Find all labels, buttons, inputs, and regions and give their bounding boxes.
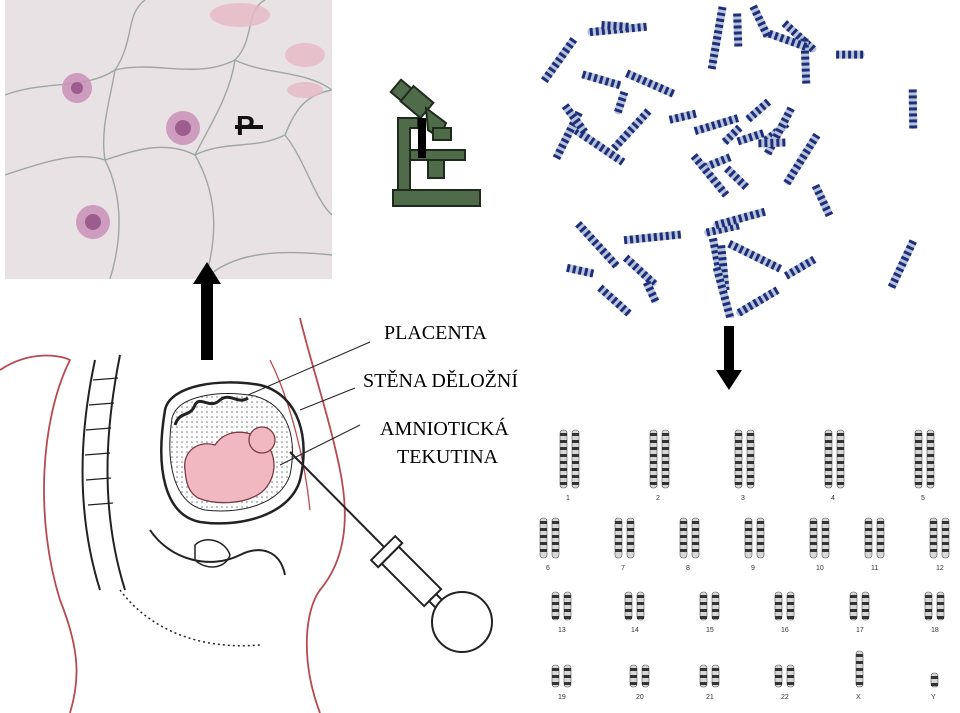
- chromosome-fragment: [625, 69, 675, 98]
- chromosome-number-label: 10: [816, 565, 824, 572]
- chromosome-fragment: [707, 6, 727, 70]
- chromosome-pair-3: 3: [734, 429, 755, 502]
- chromosome-fragment: [610, 108, 652, 152]
- chromosome-fragment: [887, 239, 917, 289]
- chromosome-fragment: [690, 153, 730, 198]
- chromosome-fragment: [723, 165, 749, 191]
- chromosome-pair-9: 9: [744, 517, 765, 572]
- microscope-icon: [388, 78, 483, 211]
- chromosome-number-label: 8: [686, 565, 690, 572]
- chromosome-number-label: 16: [781, 627, 789, 634]
- chromosome-number-label: 2: [656, 495, 660, 502]
- chromosome-fragment: [642, 280, 660, 303]
- chromosome-pair-8: 8: [679, 517, 700, 572]
- chromosome-fragment: [727, 240, 783, 273]
- amniotic-fluid-label-line1: AMNIOTICKÁ: [380, 418, 509, 440]
- chromosome-pair-X: X: [855, 650, 864, 701]
- chromosome-fragment: [767, 29, 808, 51]
- chromosome-number-label: 13: [558, 627, 566, 634]
- chromosome-pair-21: 21: [699, 664, 720, 701]
- chromosome-fragment: [811, 183, 834, 218]
- chromosome-fragment: [713, 207, 766, 230]
- chromosome-fragment: [623, 230, 682, 245]
- chromosome-number-label: 21: [706, 694, 714, 701]
- chromosome-fragment: [614, 90, 629, 115]
- chromosome-pair-1: 1: [559, 429, 580, 502]
- chromosome-fragment: [566, 263, 595, 278]
- metaphase-chromosome-spread: [520, 0, 955, 318]
- chromosome-number-label: 6: [546, 565, 550, 572]
- chromosome-fragment: [783, 132, 821, 186]
- chromosome-pair-20: 20: [629, 664, 650, 701]
- chromosome-pair-12: 12: [929, 517, 950, 572]
- chromosome-fragment: [712, 266, 735, 318]
- chromosome-number-label: X: [856, 694, 861, 701]
- chromosome-number-label: 20: [636, 694, 644, 701]
- chromosome-pair-22: 22: [774, 664, 795, 701]
- p-marker-label: P: [236, 110, 255, 141]
- chromosome-pair-11: 11: [864, 517, 885, 572]
- chromosome-fragment: [745, 98, 772, 123]
- placenta-label: PLACENTA: [384, 322, 487, 344]
- chromosome-fragment: [540, 37, 578, 84]
- chromosome-fragment: [597, 284, 632, 317]
- chromosome-pair-Y: Y: [930, 672, 939, 701]
- uterine-wall-label: STĚNA DĚLOŽNÍ: [363, 370, 518, 392]
- chromosome-fragment: [736, 286, 780, 317]
- chromosome-pair-4: 4: [824, 429, 845, 502]
- chromosome-fragment: [733, 13, 743, 47]
- chromosome-number-label: 22: [781, 694, 789, 701]
- chromosome-fragment: [721, 124, 743, 145]
- chromosome-pair-16: 16: [774, 591, 795, 634]
- chromosome-fragment: [736, 129, 765, 146]
- amniocentesis-illustration: [0, 300, 530, 713]
- chromosome-number-label: 18: [931, 627, 939, 634]
- chromosome-pair-13: 13: [551, 591, 572, 634]
- chromosome-number-label: 5: [921, 495, 925, 502]
- chromosome-fragment: [764, 106, 795, 156]
- cell-micrograph: [5, 0, 332, 279]
- chromosome-fragment: [581, 70, 622, 90]
- chromosome-number-label: 12: [936, 565, 944, 572]
- chromosome-number-label: 4: [831, 495, 835, 502]
- chromosome-number-label: 15: [706, 627, 714, 634]
- chromosome-fragment: [575, 220, 620, 269]
- chromosome-number-label: Y: [931, 694, 936, 701]
- chromosome-fragment: [749, 4, 772, 39]
- chromosome-pair-19: 19: [551, 664, 572, 701]
- chromosome-fragment: [758, 138, 786, 148]
- chromosome-fragment: [783, 255, 817, 280]
- down-arrow: [716, 326, 742, 395]
- chromosome-pair-2: 2: [649, 429, 670, 502]
- chromosome-fragment: [601, 21, 629, 31]
- chromosome-number-label: 9: [751, 565, 755, 572]
- chromosome-pair-17: 17: [849, 591, 870, 634]
- chromosome-pair-6: 6: [539, 517, 560, 572]
- chromosome-number-label: 7: [621, 565, 625, 572]
- chromosome-number-label: 17: [856, 627, 864, 634]
- chromosome-pair-14: 14: [624, 591, 645, 634]
- chromosome-pair-18: 18: [924, 591, 945, 634]
- amniotic-fluid-label-line2: TEKUTINA: [397, 446, 499, 468]
- chromosome-number-label: 14: [631, 627, 639, 634]
- chromosome-fragment: [668, 109, 697, 124]
- chromosome-number-label: 19: [558, 694, 566, 701]
- chromosome-pair-7: 7: [614, 517, 635, 572]
- chromosome-fragment: [836, 50, 865, 59]
- chromosome-number-label: 1: [566, 495, 570, 502]
- up-arrow: [193, 262, 221, 365]
- chromosome-fragment: [693, 114, 740, 135]
- chromosome-fragment: [561, 103, 588, 135]
- chromosome-fragment: [908, 89, 918, 129]
- chromosome-number-label: 3: [741, 495, 745, 502]
- chromosome-pair-15: 15: [699, 591, 720, 634]
- chromosome-fragment: [622, 254, 658, 287]
- chromosome-fragment: [568, 123, 626, 166]
- chromosome-pair-5: 5: [914, 429, 935, 502]
- chromosome-number-label: 11: [871, 565, 878, 572]
- chromosome-pair-10: 10: [809, 517, 830, 572]
